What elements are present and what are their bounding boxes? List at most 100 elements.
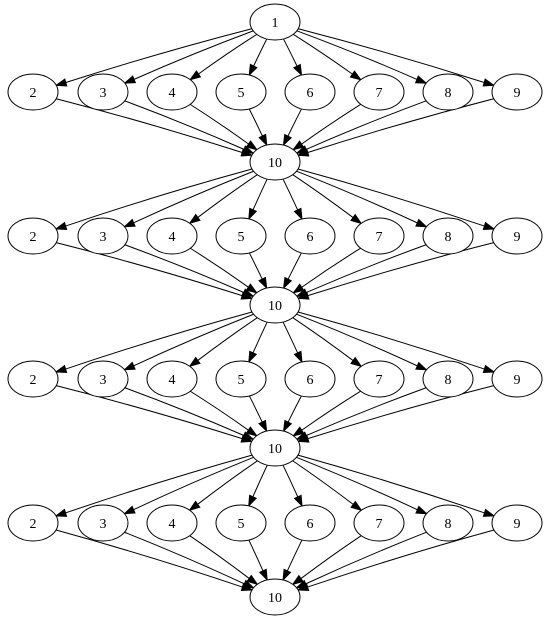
node-label: 2 bbox=[30, 230, 37, 245]
arrowhead-1-to-a7 bbox=[349, 70, 362, 81]
arrowhead-h1-to-b5 bbox=[248, 207, 258, 221]
node-ellipse bbox=[353, 217, 405, 255]
node-label: 7 bbox=[376, 230, 383, 245]
arrowhead-h2-to-c8 bbox=[415, 361, 428, 371]
node-label: 7 bbox=[376, 86, 383, 101]
edge-h2-to-c4 bbox=[197, 317, 258, 361]
edge-a9-to-h1 bbox=[307, 98, 494, 153]
edge-a6-to-h1 bbox=[287, 108, 302, 137]
node-label: 2 bbox=[30, 517, 37, 532]
graph-node-b4: 4 bbox=[146, 217, 198, 255]
node-ellipse bbox=[146, 360, 198, 398]
node-label: 6 bbox=[307, 373, 314, 388]
node-ellipse bbox=[215, 504, 267, 542]
arrowhead-d5-to-h4 bbox=[258, 568, 268, 582]
arrowhead-h2-to-c5 bbox=[248, 350, 258, 364]
node-label: 10 bbox=[268, 299, 282, 314]
arrowhead-d6-to-h4 bbox=[282, 568, 292, 582]
node-label: 10 bbox=[268, 156, 282, 171]
node-ellipse bbox=[7, 73, 59, 111]
arrowhead-h3-to-d3 bbox=[123, 505, 136, 515]
arrowhead-h3-to-d2 bbox=[54, 508, 68, 517]
node-ellipse bbox=[215, 360, 267, 398]
edge-h1-to-b8 bbox=[296, 170, 418, 224]
node-label: 8 bbox=[445, 373, 452, 388]
edge-h3-to-d8 bbox=[296, 456, 418, 511]
edge-1-to-a7 bbox=[292, 33, 353, 75]
arrowhead-h1-to-b4 bbox=[188, 213, 201, 225]
arrowhead-a3-to-h1 bbox=[241, 145, 255, 154]
edge-b2-to-h2 bbox=[56, 242, 243, 297]
arrowhead-h1-to-b8 bbox=[415, 218, 428, 228]
edge-c9-to-h3 bbox=[307, 385, 494, 440]
node-ellipse bbox=[215, 217, 267, 255]
arrowhead-h2-to-c2 bbox=[54, 364, 68, 374]
arrowhead-a6-to-h1 bbox=[282, 133, 293, 147]
edge-1-to-a9 bbox=[298, 28, 485, 83]
node-label: 6 bbox=[307, 230, 314, 245]
edge-h3-to-d5 bbox=[252, 464, 268, 497]
arrowhead-h1-to-b7 bbox=[350, 213, 363, 225]
edge-a2-to-h1 bbox=[56, 98, 243, 153]
node-label: 4 bbox=[169, 230, 176, 245]
arrowhead-d4-to-h4 bbox=[246, 574, 259, 586]
edge-1-to-a5 bbox=[253, 38, 268, 67]
edge-h3-to-d2 bbox=[65, 454, 253, 514]
node-label: 2 bbox=[30, 86, 37, 101]
node-ellipse bbox=[215, 73, 267, 111]
node-ellipse bbox=[422, 217, 474, 255]
node-label: 2 bbox=[30, 373, 37, 388]
arrowhead-b5-to-h2 bbox=[258, 276, 268, 290]
edge-h1-to-b2 bbox=[65, 168, 253, 227]
node-ellipse bbox=[77, 217, 129, 255]
edge-h2-to-c2 bbox=[65, 311, 253, 370]
node-ellipse bbox=[491, 360, 543, 398]
arrowhead-c5-to-h3 bbox=[258, 419, 268, 433]
edge-c3-to-h3 bbox=[124, 387, 245, 436]
arrowhead-h2-to-c9 bbox=[482, 364, 496, 374]
edge-h1-to-b9 bbox=[297, 168, 485, 227]
node-ellipse bbox=[7, 217, 59, 255]
node-label: 6 bbox=[307, 517, 314, 532]
arrowhead-b9-to-h2 bbox=[296, 291, 310, 300]
graph-node-c4: 4 bbox=[146, 360, 198, 398]
node-ellipse bbox=[77, 73, 129, 111]
node-label: 4 bbox=[169, 86, 176, 101]
arrowhead-h3-to-d5 bbox=[248, 494, 258, 508]
arrowhead-a5-to-h1 bbox=[258, 133, 268, 147]
graph-node-b9: 9 bbox=[491, 217, 543, 255]
arrowhead-h1-to-b3 bbox=[123, 218, 136, 228]
arrowhead-b7-to-h2 bbox=[292, 283, 305, 294]
graph-node-a5: 5 bbox=[215, 73, 267, 111]
graph-node-b2: 2 bbox=[7, 217, 59, 255]
edge-d3-to-h4 bbox=[124, 531, 245, 585]
graph-node-a6: 6 bbox=[284, 73, 336, 111]
graph-node-d8: 8 bbox=[422, 504, 474, 542]
graph-node-d4: 4 bbox=[146, 504, 198, 542]
graph-node-b5: 5 bbox=[215, 217, 267, 255]
edge-d4-to-h4 bbox=[189, 535, 250, 579]
edge-h1-to-b4 bbox=[197, 174, 258, 218]
node-label: 4 bbox=[169, 517, 176, 532]
graph-node-c2: 2 bbox=[7, 360, 59, 398]
edge-1-to-a3 bbox=[133, 30, 254, 80]
graph-node-b3: 3 bbox=[77, 217, 129, 255]
arrowhead-a4-to-h1 bbox=[245, 140, 259, 151]
node-label: 5 bbox=[238, 517, 245, 532]
node-label: 9 bbox=[514, 230, 521, 245]
graph-node-d3: 3 bbox=[77, 504, 129, 542]
arrowhead-h2-to-c7 bbox=[350, 356, 363, 368]
arrowhead-b3-to-h2 bbox=[241, 288, 255, 297]
graph-node-h2: 10 bbox=[249, 286, 301, 324]
node-ellipse bbox=[146, 73, 198, 111]
edge-h2-to-c6 bbox=[282, 321, 299, 354]
node-label: 5 bbox=[238, 230, 245, 245]
node-ellipse bbox=[284, 73, 336, 111]
edge-a7-to-h1 bbox=[301, 103, 362, 145]
node-label: 10 bbox=[268, 591, 282, 606]
node-ellipse bbox=[249, 3, 301, 41]
graph-node-d7: 7 bbox=[353, 504, 405, 542]
edge-h1-to-b6 bbox=[282, 178, 299, 211]
edge-1-to-a4 bbox=[198, 33, 258, 75]
arrowhead-c9-to-h3 bbox=[296, 434, 310, 443]
